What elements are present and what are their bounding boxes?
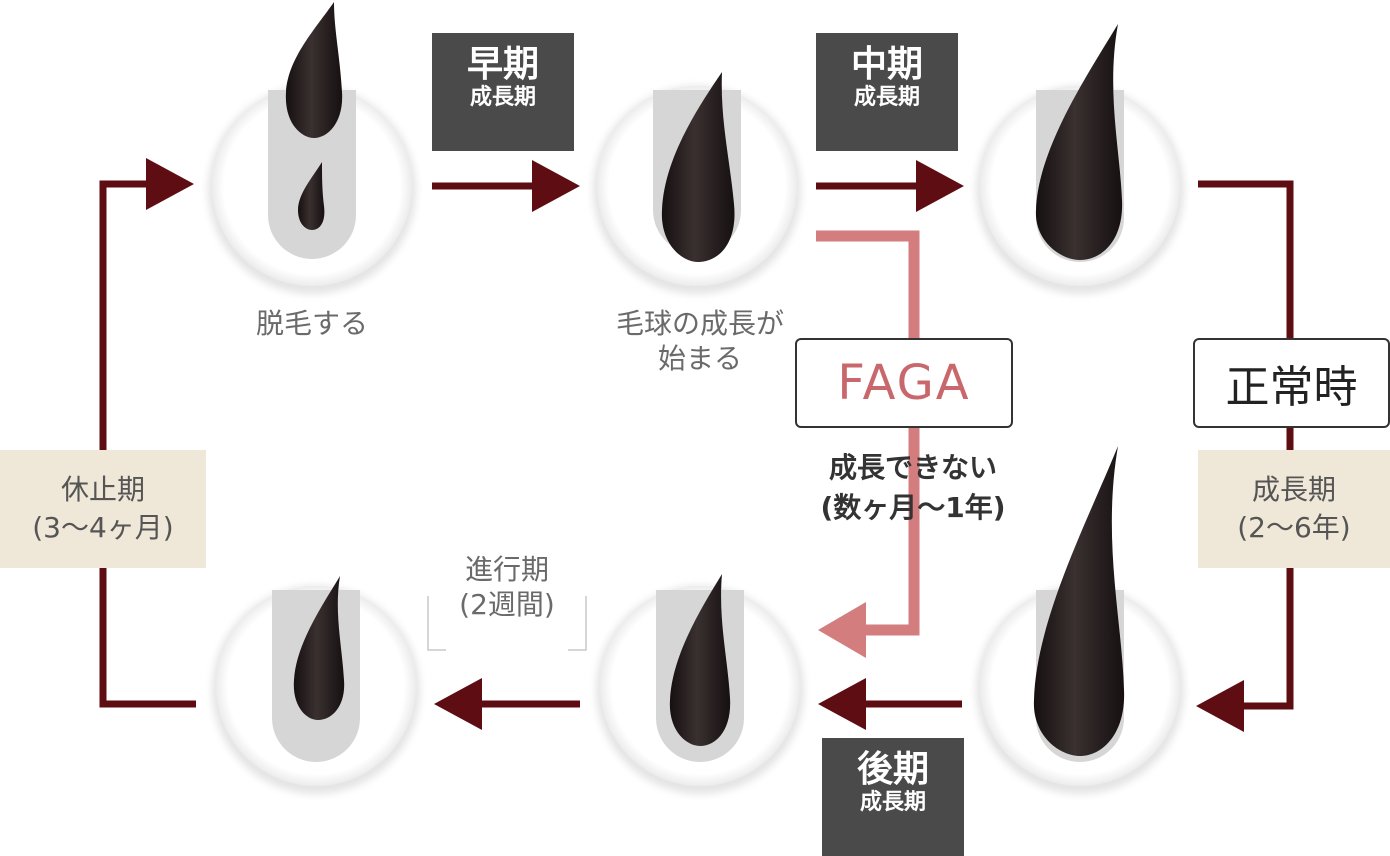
shedding-caption: 脱毛する xyxy=(222,306,402,341)
shedding-caption-text: 脱毛する xyxy=(255,307,368,340)
hair-resting-icon xyxy=(293,576,345,720)
hair-late-icon xyxy=(1033,446,1125,756)
faga-note: 成長できない (数ヶ月〜1年) xyxy=(782,448,1044,528)
middle-growth-title: 中期 xyxy=(850,44,923,85)
hair-early-icon xyxy=(661,72,735,262)
hair-shedding-icon xyxy=(285,2,343,230)
late-growth-title: 後期 xyxy=(856,749,929,790)
middle-growth-subtitle: 成長期 xyxy=(853,85,920,110)
faga-label-box: FAGA xyxy=(795,338,1013,428)
resting-phase-label: 休止期 (3〜4ヶ月) xyxy=(0,450,206,568)
regression-line1: 進行期 xyxy=(464,553,549,586)
faga-label: FAGA xyxy=(837,355,971,411)
faga-arrow xyxy=(816,230,920,658)
faga-note-line1: 成長できない xyxy=(828,451,997,484)
growth-line1: 成長期 xyxy=(1251,473,1336,506)
growth-phase-label: 成長期 (2〜6年) xyxy=(1198,450,1390,568)
bulb-growth-line1: 毛球の成長が xyxy=(615,307,784,340)
middle-growth-box: 中期 成長期 xyxy=(816,33,958,151)
hair-middle-icon xyxy=(1035,24,1123,260)
cycle-arrows xyxy=(99,180,1294,710)
regression-bracket xyxy=(427,596,587,651)
resting-line1: 休止期 xyxy=(60,473,145,506)
hair-regression-icon xyxy=(669,574,731,746)
resting-line2: (3〜4ヶ月) xyxy=(32,511,174,544)
early-growth-subtitle: 成長期 xyxy=(469,85,536,110)
faga-note-line2: (数ヶ月〜1年) xyxy=(820,491,1006,524)
late-growth-subtitle: 成長期 xyxy=(859,790,926,815)
early-growth-title: 早期 xyxy=(466,44,539,85)
regression-caption: 進行期 (2週間) xyxy=(428,552,586,622)
growth-line2: (2〜6年) xyxy=(1237,511,1351,544)
normal-label-box: 正常時 xyxy=(1193,338,1390,428)
bulb-growth-line2: 始まる xyxy=(657,342,742,375)
regression-line2: (2週間) xyxy=(459,588,555,621)
late-growth-box: 後期 成長期 xyxy=(822,738,964,856)
bulb-growth-caption: 毛球の成長が 始まる xyxy=(582,306,818,376)
early-growth-box: 早期 成長期 xyxy=(432,33,574,151)
cycle-arrowheads xyxy=(146,158,1244,732)
normal-label: 正常時 xyxy=(1225,362,1358,413)
